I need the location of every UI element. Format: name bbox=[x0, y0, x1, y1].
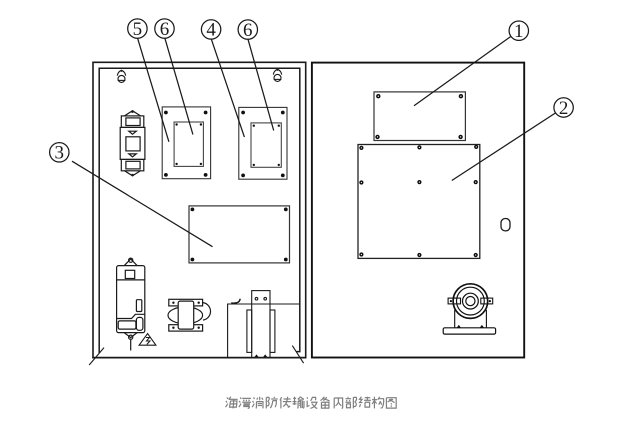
svg-text:6: 6 bbox=[243, 20, 253, 41]
svg-text:4: 4 bbox=[206, 20, 216, 41]
svg-text:2: 2 bbox=[559, 98, 569, 119]
svg-text:5: 5 bbox=[133, 19, 143, 40]
svg-text:6: 6 bbox=[160, 19, 170, 40]
svg-text:3: 3 bbox=[55, 143, 65, 164]
svg-text:1: 1 bbox=[514, 21, 524, 42]
